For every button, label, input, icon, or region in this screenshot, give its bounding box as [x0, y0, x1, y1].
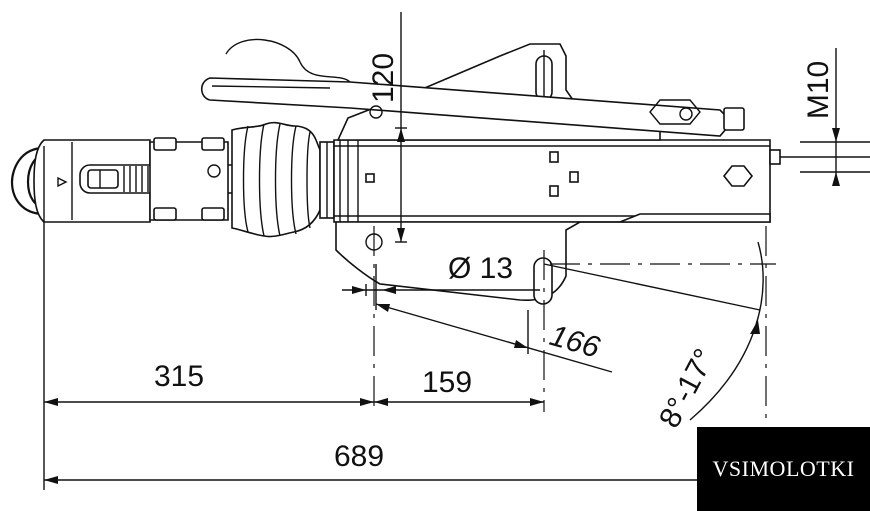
drawbar-tube	[333, 139, 870, 223]
dim-label-angle: 8°-17°	[653, 344, 722, 434]
dimension-dia13: Ø 13	[342, 252, 540, 296]
dim-label-166: 166	[546, 319, 604, 365]
handbrake-lever	[200, 38, 745, 137]
clamp-plates	[149, 137, 229, 221]
dim-label-315: 315	[154, 360, 204, 393]
dimension-315-159: 315 159	[43, 216, 544, 490]
bellows	[231, 121, 335, 238]
dim-label-689: 689	[334, 440, 384, 473]
watermark-logo: VSIMOLOTKI	[697, 427, 870, 511]
dimension-120: 120	[367, 12, 407, 243]
dimension-m10: M10	[800, 48, 870, 186]
watermark-text: VSIMOLOTKI	[712, 456, 855, 481]
dim-label-159: 159	[422, 366, 472, 399]
dimension-689: 689	[44, 440, 766, 484]
centre-lines	[373, 226, 776, 420]
dim-label-dia13: Ø 13	[448, 252, 513, 285]
dim-label-120: 120	[367, 53, 400, 103]
dim-label-m10: M10	[802, 61, 835, 119]
